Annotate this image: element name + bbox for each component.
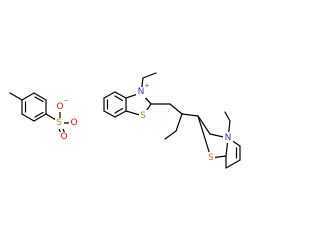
atom-label-bg (206, 152, 215, 163)
charge-plus: + (144, 83, 149, 90)
bzt1-ring-bond (103, 110, 116, 118)
tosyl-ring-bond (33, 113, 47, 122)
atom-label-bg (136, 87, 146, 98)
atom-n-cation: N (138, 87, 145, 97)
bzt2-thiazole-bond (197, 115, 211, 135)
bridge-ethyl-bond (175, 113, 183, 132)
bzt1-ring-bond (103, 91, 116, 99)
atom-o-tosyl-bottom: O (60, 132, 67, 142)
atom-labels: N + S N S S O − O O (55, 83, 233, 163)
tosyl-methyl-bond (9, 92, 23, 101)
atom-s-tosyl: S (56, 118, 62, 128)
tosyl-ring-inner-bond (34, 96, 44, 103)
bzt2-n-ethyl-bond (224, 111, 231, 122)
bzt1-ring-bond (114, 110, 127, 118)
atom-o-tosyl-right: O (70, 118, 77, 128)
bzt1-ring-bond (114, 91, 127, 99)
bzt1-ring-inner-bond (114, 107, 124, 114)
atom-n-lower: N (225, 133, 232, 143)
atom-label-bg (55, 102, 65, 112)
atom-s-upper: S (140, 111, 146, 121)
bzt1-n-ethyl-bond (142, 72, 157, 79)
atom-label-bg (55, 118, 64, 129)
atom-label-bg (69, 118, 79, 128)
bridge-bond (169, 103, 183, 115)
bzt1-ring-inner-bond (114, 95, 124, 102)
bond-lines (9, 72, 241, 169)
bridge-ethyl-bond (164, 130, 177, 140)
atom-label-bg (139, 110, 148, 121)
bzt2-ring-bond (225, 159, 241, 169)
chemical-structure-diagram: N + S N S S O − O O (9, 72, 241, 169)
atom-label-bg (223, 132, 233, 143)
tosyl-ring-bond (21, 113, 35, 122)
charge-minus: − (63, 98, 68, 105)
atom-o-tosyl-top: O (56, 102, 63, 112)
bridge-bond (181, 113, 199, 117)
tosyl-c-s-bond (45, 113, 57, 121)
tosyl-ring-bond (21, 92, 35, 101)
tosyl-ring-bond (33, 92, 47, 101)
bzt2-thiazole-bond (197, 115, 212, 159)
atom-s-lower: S (208, 153, 214, 163)
atom-label-bg (59, 132, 69, 142)
tosyl-ring-inner-bond (34, 111, 44, 118)
